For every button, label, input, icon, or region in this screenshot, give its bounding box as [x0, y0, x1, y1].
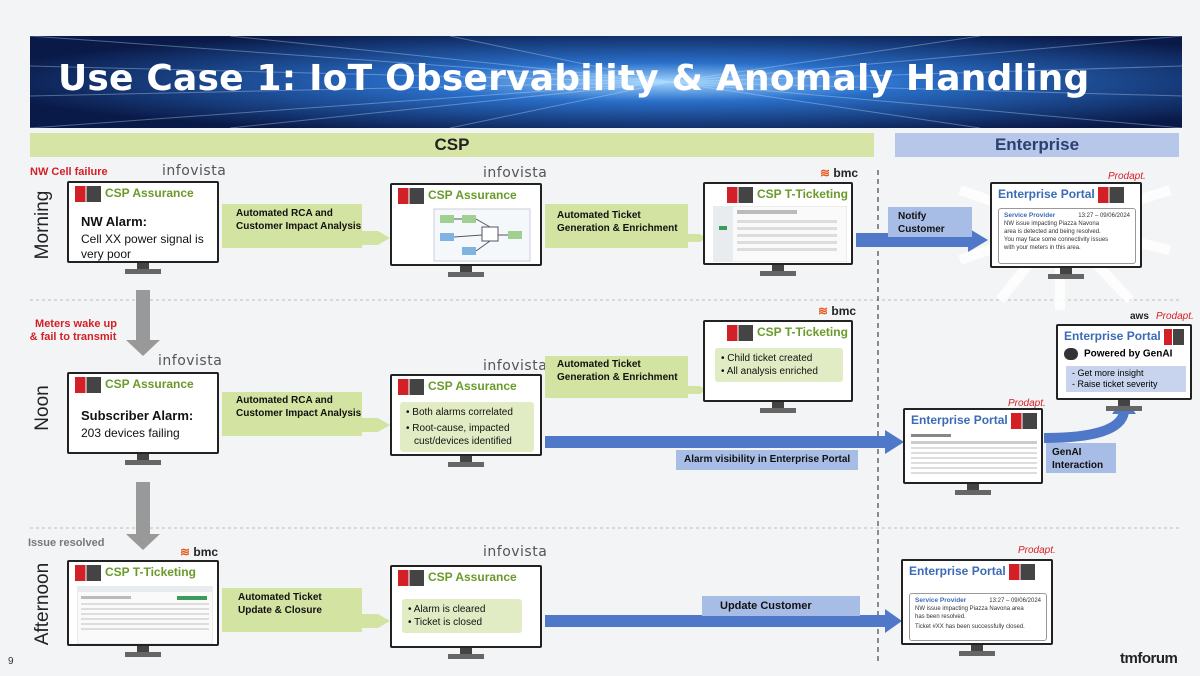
monitor-title: CSP Assurance — [75, 186, 194, 202]
arrow-rca-noon — [222, 392, 390, 436]
monitor-csp-assurance-nw-alarm: CSP Assurance NW Alarm: Cell XX power si… — [67, 181, 219, 276]
label-update-customer: Update Customer — [720, 600, 812, 612]
genai-options: - Get more insight- Raise ticket severit… — [1066, 366, 1186, 392]
monitor-user-icon — [727, 325, 753, 341]
monitor-csp-assurance-subscriber-alarm: CSP Assurance Subscriber Alarm: 203 devi… — [67, 372, 219, 467]
page-number: 9 — [8, 656, 14, 667]
monitor-title: Enterprise Portal — [909, 564, 1039, 580]
starburst-background — [30, 36, 1182, 128]
monitor-user-icon — [398, 188, 424, 204]
monitor-title: CSP T-Ticketing — [727, 325, 848, 341]
monitor-title: CSP Assurance — [398, 188, 517, 204]
ticket-list-screenshot — [713, 206, 847, 262]
genai-powered: Powered by GenAI — [1064, 348, 1172, 360]
monitor-csp-t-ticketing-afternoon: CSP T-Ticketing — [67, 560, 219, 660]
monitor-title: CSP Assurance — [398, 379, 517, 395]
monitor-user-icon — [398, 379, 424, 395]
meters-wake-note-line1: Meters wake up — [35, 318, 117, 330]
csp-header: CSP — [30, 133, 874, 157]
infovista-logo: infovista — [483, 358, 548, 374]
monitor-user-icon — [1009, 564, 1036, 580]
bmc-logo: ≋ bmc — [818, 304, 857, 318]
label-visibility: Alarm visibility in Enterprise Portal — [676, 450, 859, 470]
monitor-title: CSP Assurance — [75, 377, 194, 393]
arrow-down-2 — [126, 482, 160, 550]
bmc-logo: ≋ bmc — [180, 545, 219, 559]
monitor-title: Enterprise Portal — [998, 187, 1128, 203]
infovista-logo: infovista — [483, 165, 548, 181]
alarm-table — [911, 434, 1037, 480]
arrow-ticket-noon — [545, 356, 706, 398]
monitor-csp-assurance-topology: CSP Assurance — [390, 183, 542, 280]
monitor-csp-assurance-correlated: CSP Assurance • Both alarms correlated •… — [390, 374, 542, 469]
monitor-user-icon — [75, 377, 101, 393]
monitor-csp-t-ticketing: CSP T-Ticketing — [703, 182, 853, 279]
infovista-logo: infovista — [483, 544, 548, 560]
monitor-user-icon — [727, 187, 753, 203]
arrow-genai — [1043, 410, 1129, 443]
monitor-title: CSP T-Ticketing — [727, 187, 848, 203]
monitor-enterprise-portal-genai: Enterprise Portal Powered by GenAI - Get… — [1056, 324, 1192, 416]
infovista-logo: infovista — [162, 163, 227, 179]
nw-cell-failure-note: NW Cell failure — [30, 166, 108, 178]
prodapt-logo: Prodapt. — [1018, 545, 1056, 556]
correlation-bullets: • Both alarms correlated • Root-cause, i… — [400, 402, 534, 452]
tmforum-logo: tmforum — [1120, 650, 1178, 667]
monitor-csp-t-ticketing-noon: CSP T-Ticketing • Child ticket created• … — [703, 320, 853, 416]
monitor-user-icon — [398, 570, 424, 586]
alarm-title: Subscriber Alarm: — [81, 408, 194, 423]
arrow-ticket-morning — [545, 204, 706, 248]
aws-logo: aws — [1130, 311, 1149, 322]
arrow-rca-morning — [222, 204, 390, 248]
arrow-ticket-update — [222, 588, 390, 632]
prodapt-logo: Prodapt. — [1108, 171, 1146, 182]
title-banner: Use Case 1: IoT Observability & Anomaly … — [30, 36, 1182, 128]
infovista-logo: infovista — [158, 353, 223, 369]
issue-resolved-note: Issue resolved — [28, 537, 105, 549]
monitor-user-icon — [75, 565, 101, 581]
monitor-title: CSP T-Ticketing — [75, 565, 196, 581]
monitor-title: Enterprise Portal — [1064, 329, 1188, 345]
monitor-user-icon — [75, 186, 101, 202]
monitor-enterprise-portal-alarms: Enterprise Portal — [903, 408, 1043, 498]
alarm-text: 203 devices failing — [81, 426, 180, 440]
monitor-title: Enterprise Portal — [911, 413, 1041, 429]
arrow-down-1 — [126, 290, 160, 356]
prodapt-logo: Prodapt. — [1008, 398, 1046, 409]
monitor-user-icon — [1011, 413, 1038, 429]
arrow-visibility — [545, 430, 904, 454]
monitor-user-icon — [1098, 187, 1125, 203]
meters-wake-note-line2: & fail to transmit — [29, 331, 117, 343]
bmc-logo: ≋ bmc — [820, 166, 859, 180]
page-title: Use Case 1: IoT Observability & Anomaly … — [58, 58, 1090, 99]
prodapt-logo: Prodapt. — [1156, 311, 1194, 322]
topology-diagram — [433, 208, 531, 262]
ticket-detail-screenshot — [77, 586, 213, 644]
cleared-bullets: • Alarm is cleared• Ticket is closed — [402, 599, 522, 633]
ticket-bullets: • Child ticket created• All analysis enr… — [715, 348, 843, 382]
monitor-csp-assurance-cleared: CSP Assurance • Alarm is cleared• Ticket… — [390, 565, 542, 662]
enterprise-header: Enterprise — [895, 133, 1179, 157]
monitor-title: CSP Assurance — [398, 570, 517, 586]
robot-icon — [1064, 348, 1078, 360]
alarm-title: NW Alarm: — [81, 214, 147, 229]
monitor-user-icon — [1164, 329, 1185, 345]
notify-label-bg — [888, 207, 972, 237]
